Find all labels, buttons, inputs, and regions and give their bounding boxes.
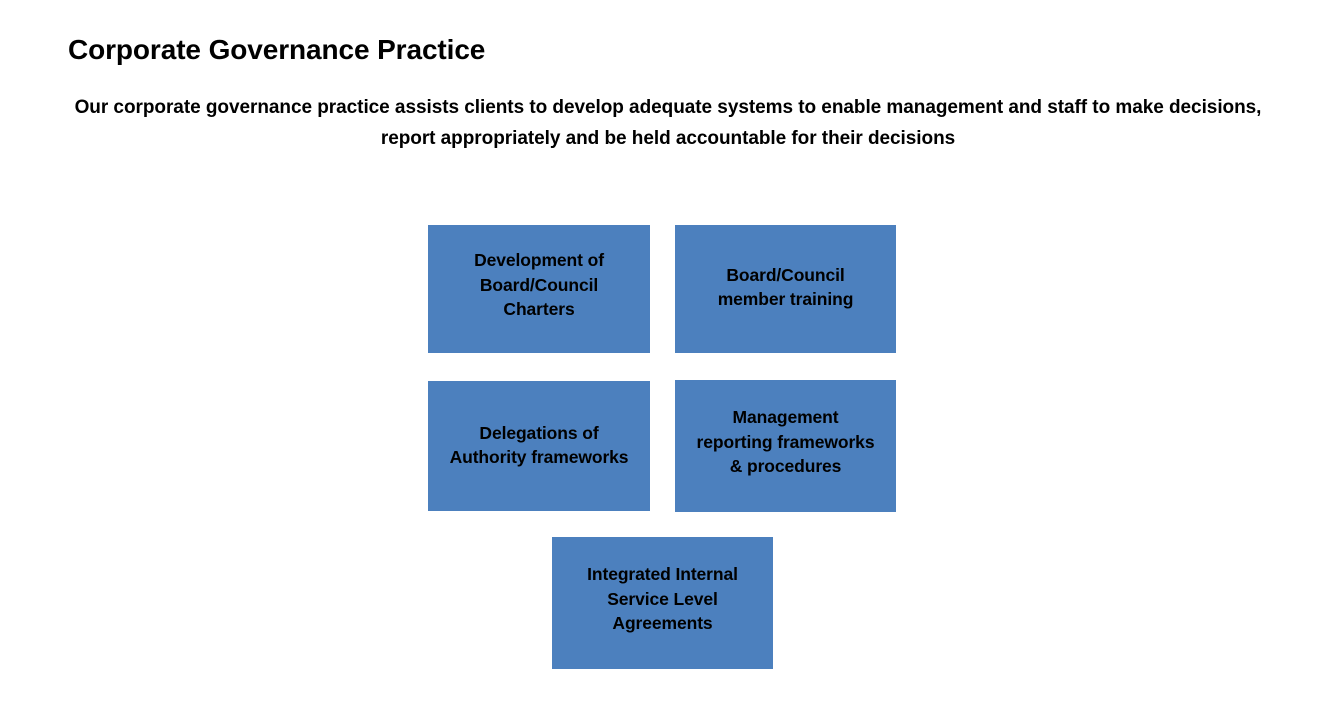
diagram-box-label: Delegations of Authority frameworks: [449, 422, 629, 468]
diagram-box-development-of-board-council-charters[interactable]: Development of Board/Council Charters: [428, 225, 650, 353]
diagram-box-label: Integrated Internal Service Level Agreem…: [587, 564, 738, 634]
diagram-box-board-council-member-training[interactable]: Board/Council member training: [675, 225, 896, 353]
diagram-box-label: Management reporting frameworks & proced…: [696, 407, 875, 477]
diagram-box-integrated-internal-service-level-agreements[interactable]: Integrated Internal Service Level Agreem…: [552, 537, 773, 669]
diagram-box-management-reporting-frameworks-procedures[interactable]: Management reporting frameworks & proced…: [675, 380, 896, 512]
diagram-box-label: Development of Board/Council Charters: [474, 250, 604, 320]
diagram-box-delegations-of-authority-frameworks[interactable]: Delegations of Authority frameworks: [428, 381, 650, 511]
page-title: Corporate Governance Practice: [68, 34, 486, 65]
diagram-box-label: Board/Council member training: [717, 264, 854, 310]
slide-subtitle: Our corporate governance practice assist…: [74, 97, 1262, 149]
